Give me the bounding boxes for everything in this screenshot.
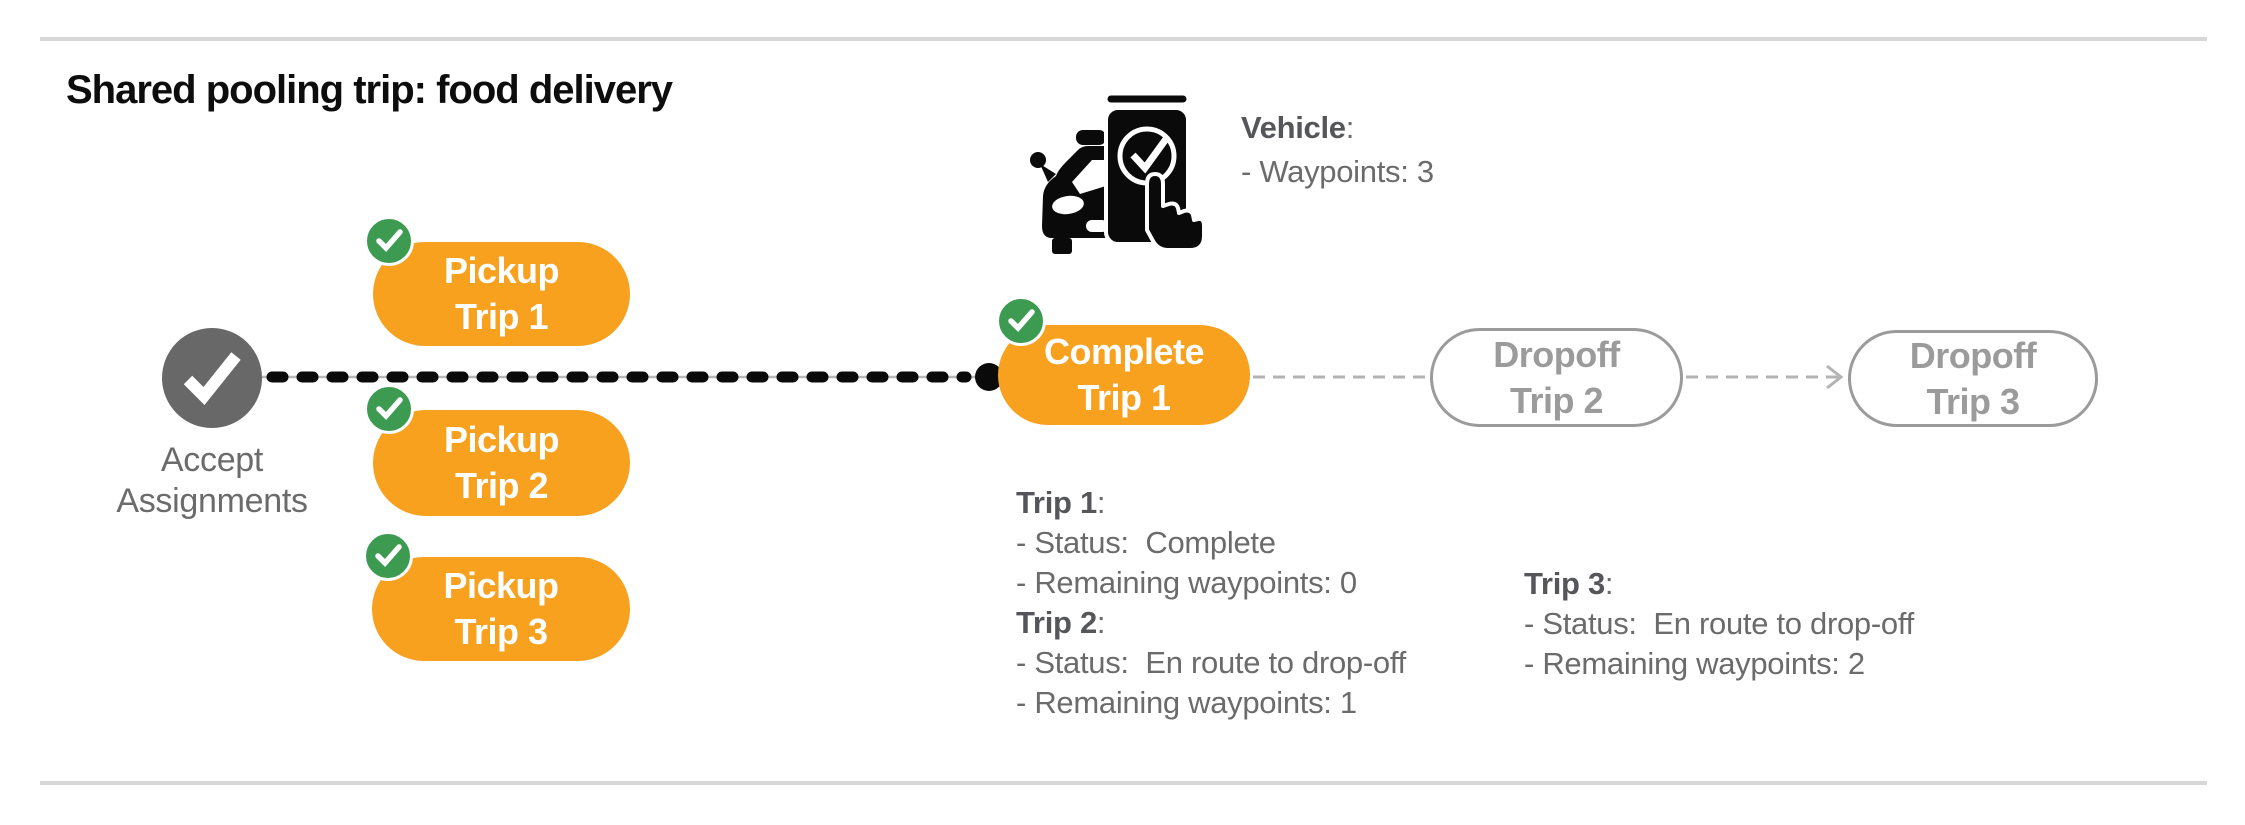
node-pickup-trip-3: Pickup Trip 3 — [363, 531, 630, 661]
vehicle-info: Vehicle: - Waypoints: 3 — [1241, 106, 1434, 194]
check-icon — [364, 216, 414, 266]
trip-status-block-1-2: Trip 1: - Status: Complete - Remaining w… — [1016, 483, 1406, 723]
check-icon — [996, 296, 1046, 346]
bottom-divider — [40, 781, 2207, 785]
trip-2-heading: Trip 2: — [1016, 605, 1106, 640]
accept-assignments-label: Accept Assignments — [116, 441, 308, 520]
trip-3-waypoints-line: - Remaining waypoints: 2 — [1524, 646, 1865, 681]
car-phone-check-icon — [1026, 92, 1211, 254]
trip-2-waypoints-line: - Remaining waypoints: 1 — [1016, 685, 1357, 720]
node-pickup-trip-1: Pickup Trip 1 — [364, 216, 630, 346]
trip-2-status-line: - Status: En route to drop-off — [1016, 645, 1406, 680]
check-icon — [363, 531, 413, 581]
page-title: Shared pooling trip: food delivery — [66, 68, 673, 112]
top-divider — [40, 37, 2207, 41]
trip-1-heading: Trip 1: — [1016, 485, 1106, 520]
check-icon — [364, 384, 414, 434]
vehicle-heading: Vehicle: — [1241, 110, 1355, 145]
node-dropoff-trip-2: Dropoff Trip 2 — [1430, 328, 1683, 427]
trip-1-status-line: - Status: Complete — [1016, 525, 1276, 560]
check-icon — [183, 352, 241, 405]
trip-3-status-line: - Status: En route to drop-off — [1524, 606, 1914, 641]
trip-1-waypoints-line: - Remaining waypoints: 0 — [1016, 565, 1357, 600]
trip-status-block-3: Trip 3: - Status: En route to drop-off -… — [1524, 564, 1914, 684]
node-complete-trip-1: Complete Trip 1 — [996, 296, 1250, 425]
node-pickup-trip-2: Pickup Trip 2 — [364, 384, 630, 516]
vehicle-label: Vehicle — [1241, 110, 1346, 145]
arrowhead-icon — [1826, 364, 1844, 390]
vehicle-waypoints-line: - Waypoints: 3 — [1241, 154, 1434, 189]
node-dropoff-trip-3: Dropoff Trip 3 — [1848, 330, 2098, 427]
trip-3-heading: Trip 3: — [1524, 566, 1614, 601]
accept-assignments-node — [162, 328, 262, 428]
